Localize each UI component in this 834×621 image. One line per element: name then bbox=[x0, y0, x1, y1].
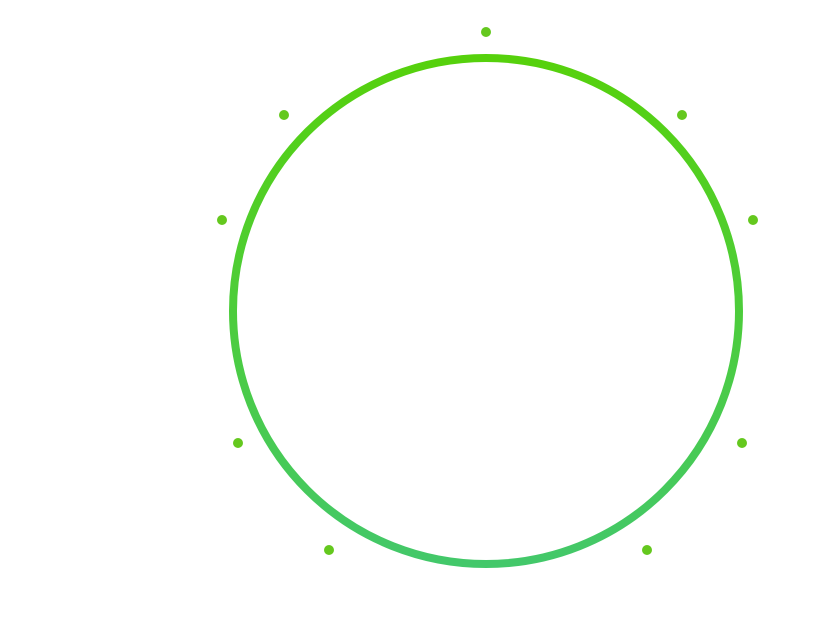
green-dot-icon bbox=[737, 438, 747, 448]
green-dot-icon bbox=[217, 215, 227, 225]
main-ring bbox=[229, 54, 743, 568]
green-dot-icon bbox=[748, 215, 758, 225]
green-dot-icon bbox=[481, 27, 491, 37]
green-dot-icon bbox=[279, 110, 289, 120]
green-dot-icon bbox=[677, 110, 687, 120]
green-dot-icon bbox=[233, 438, 243, 448]
green-dot-icon bbox=[642, 545, 652, 555]
dots-layer bbox=[217, 27, 758, 555]
green-dot-icon bbox=[324, 545, 334, 555]
